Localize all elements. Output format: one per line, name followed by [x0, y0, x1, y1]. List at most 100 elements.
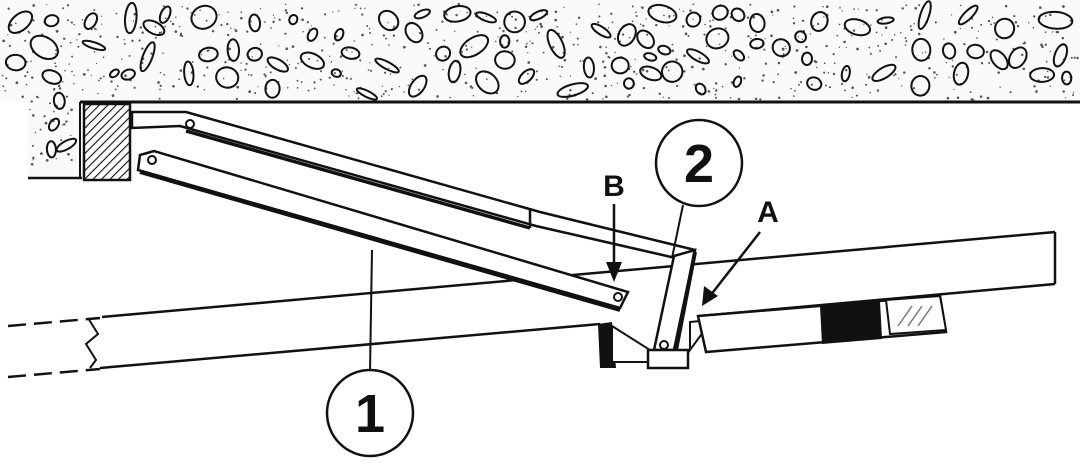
concrete-speck: [689, 9, 692, 12]
concrete-speck: [747, 35, 750, 38]
concrete-speck: [683, 70, 686, 73]
concrete-speck: [178, 78, 181, 81]
concrete-speck: [610, 12, 613, 15]
concrete-speck: [345, 49, 348, 52]
concrete-speck: [822, 5, 824, 8]
concrete-speck: [272, 14, 275, 16]
concrete-speck: [30, 60, 32, 63]
concrete-speck: [1022, 67, 1026, 71]
concrete-speck: [361, 13, 364, 16]
concrete-speck: [361, 33, 364, 37]
concrete-pebble: [158, 5, 172, 24]
concrete-speck: [178, 25, 181, 28]
concrete-speck: [502, 29, 505, 33]
concrete-speck: [398, 85, 401, 88]
concrete-speck: [300, 7, 304, 10]
concrete-speck: [69, 41, 72, 44]
concrete-speck: [1004, 4, 1008, 8]
concrete-speck: [999, 86, 1001, 88]
concrete-speck: [235, 97, 238, 101]
concrete-speck: [746, 16, 750, 19]
concrete-speck: [14, 22, 17, 25]
concrete-speck: [599, 45, 602, 49]
concrete-speck: [265, 66, 267, 68]
concrete-speck: [124, 74, 127, 78]
concrete-pebble: [694, 82, 707, 96]
concrete-speck: [364, 7, 366, 10]
letter-a: A: [757, 196, 779, 229]
concrete-pebble: [120, 68, 136, 81]
concrete-speck: [457, 2, 461, 6]
concrete-speck: [988, 61, 991, 65]
concrete-speck: [525, 90, 527, 93]
concrete-speck: [169, 20, 172, 23]
leader-line: [671, 204, 684, 259]
concrete-speck: [465, 48, 469, 51]
concrete-speck: [1027, 22, 1030, 24]
concrete-speck: [55, 157, 57, 160]
concrete-speck: [893, 34, 896, 36]
concrete-speck: [475, 67, 477, 69]
concrete-speck: [66, 19, 69, 22]
concrete-speck: [73, 74, 75, 77]
concrete-speck: [81, 88, 84, 91]
concrete-speck: [613, 37, 617, 40]
concrete-speck: [1049, 50, 1051, 53]
concrete-speck: [869, 91, 872, 94]
concrete-speck: [436, 95, 439, 98]
concrete-speck: [158, 97, 161, 100]
concrete-speck: [671, 49, 674, 52]
concrete-speck: [162, 52, 164, 54]
concrete-speck: [308, 28, 310, 30]
concrete-speck: [764, 62, 768, 65]
concrete-speck: [990, 23, 993, 26]
concrete-speck: [1055, 30, 1059, 34]
concrete-speck: [278, 18, 281, 21]
concrete-speck: [1009, 91, 1012, 94]
concrete-speck: [602, 98, 604, 100]
concrete-speck: [912, 87, 916, 90]
concrete-speck: [707, 90, 711, 93]
concrete-speck: [174, 30, 178, 33]
concrete-pebble: [771, 38, 791, 58]
concrete-speck: [308, 57, 311, 61]
concrete-speck: [607, 27, 610, 29]
concrete-speck: [995, 38, 998, 41]
concrete-speck: [341, 70, 344, 72]
concrete-pebble: [910, 75, 931, 97]
concrete-pebble: [732, 49, 746, 62]
concrete-speck: [1044, 15, 1047, 17]
concrete-speck: [626, 95, 629, 98]
concrete-speck: [895, 56, 897, 59]
concrete-speck: [259, 8, 262, 10]
concrete-speck: [1046, 70, 1049, 73]
concrete-speck: [714, 82, 718, 85]
concrete-speck: [133, 12, 137, 16]
concrete-speck: [832, 72, 836, 76]
concrete-speck: [259, 43, 262, 45]
concrete-speck: [639, 23, 642, 26]
concrete-speck: [675, 84, 679, 88]
concrete-speck: [320, 70, 322, 73]
concrete-speck: [797, 83, 800, 86]
concrete-speck: [980, 23, 983, 26]
concrete-speck: [718, 33, 720, 35]
concrete-pebble: [517, 68, 536, 85]
concrete-speck: [918, 4, 921, 7]
concrete-pebble: [732, 75, 743, 88]
concrete-speck: [809, 33, 812, 35]
concrete-speck: [681, 25, 685, 28]
concrete-speck: [228, 47, 231, 51]
concrete-speck: [838, 23, 841, 26]
concrete-speck: [865, 83, 868, 86]
concrete-speck: [1022, 42, 1024, 45]
concrete-speck: [839, 6, 841, 9]
upper-arm: [130, 110, 697, 352]
concrete-speck: [93, 27, 96, 30]
concrete-speck: [54, 53, 57, 55]
concrete-speck: [877, 44, 880, 47]
concrete-speck: [520, 90, 523, 93]
concrete-pebble: [616, 23, 637, 47]
concrete-speck: [39, 128, 42, 131]
